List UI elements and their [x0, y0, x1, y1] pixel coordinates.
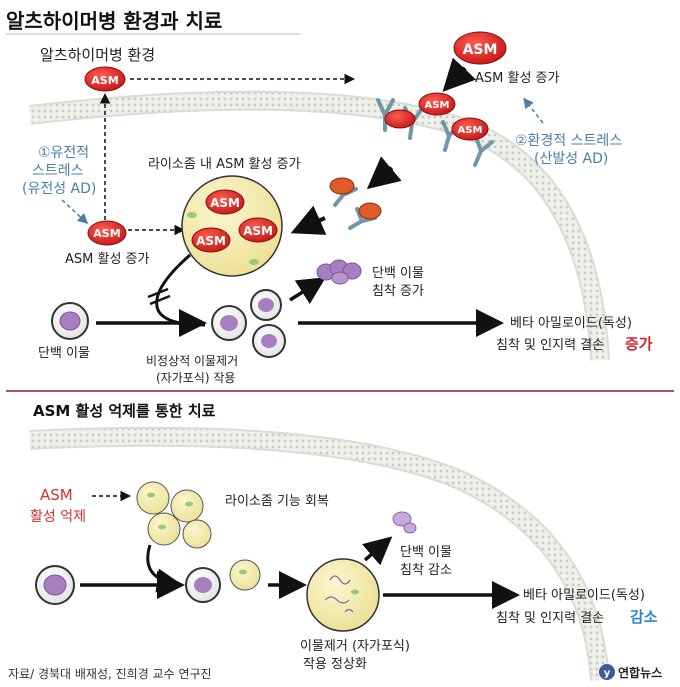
lysosome-asm-label: 라이소좀 내 ASM 활성 증가: [148, 157, 301, 172]
svg-text:단백 이물: 단백 이물: [400, 545, 452, 560]
svg-text:ASM: ASM: [91, 74, 118, 87]
svg-text:ASM: ASM: [210, 196, 240, 210]
svg-text:ASM: ASM: [243, 224, 273, 238]
path-lysosome-to-cell: [146, 544, 181, 593]
outcome-decrease-emph: 감소: [630, 608, 658, 626]
arrow-asm-to-receptor: [442, 57, 477, 92]
asm-increase-top-label: ASM 활성 증가: [475, 71, 560, 86]
arrow-to-lysosome: [290, 205, 327, 235]
normal-removal-label: 이물제거 (자가포식) 작용 정상화: [300, 639, 410, 672]
deposit-decrease-label: 단백 이물 침착 감소: [400, 545, 452, 578]
svg-text:ASM: ASM: [463, 42, 498, 58]
asm-enzyme-receptor-1: ASM: [418, 92, 456, 116]
arrow-receptor-down: [366, 156, 402, 190]
fusion-cells: [185, 559, 261, 603]
arrow-to-deposit-bottom: [361, 536, 393, 566]
bottom-asm-label: ASM: [40, 486, 73, 504]
autophagy-cell-bottom: [306, 558, 380, 632]
svg-text:비정상적 이물제거: 비정상적 이물제거: [146, 354, 238, 368]
arrow-to-deposit-top: [289, 277, 326, 305]
svg-text:ASM: ASM: [196, 234, 226, 248]
autophagy-cluster-top: [211, 289, 286, 358]
membrane-texture-bottom: [29, 428, 608, 681]
svg-text:(자가포식) 작용: (자가포식) 작용: [156, 371, 235, 385]
svg-text:ASM: ASM: [425, 100, 450, 111]
recovered-lysosomes: [136, 481, 212, 549]
outcome-increase-emph: 증가: [625, 335, 653, 353]
svg-text:베타 아밀로이드(독성): 베타 아밀로이드(독성): [510, 316, 632, 331]
abnormal-removal-label: 비정상적 이물제거 (자가포식) 작용: [146, 354, 238, 385]
blue-arrow-genetic: [61, 199, 89, 225]
source-credit: 자료/ 경북대 배재성, 진희경 교수 연구진: [8, 667, 212, 681]
svg-text:단백 이물: 단백 이물: [372, 266, 424, 281]
bottom-subtitle: ASM 활성 억제를 통한 치료: [33, 402, 216, 420]
svg-text:y: y: [604, 668, 611, 679]
svg-text:침착 및 인지력 결손: 침착 및 인지력 결손: [496, 338, 604, 353]
lysosome-top: ASM ASM ASM: [181, 175, 283, 277]
svg-text:베타 아밀로이드(독성): 베타 아밀로이드(독성): [523, 588, 645, 603]
top-subtitle: 알츠하이머병 환경: [40, 46, 155, 64]
protein-aggregate-bottom: [392, 511, 417, 534]
environmental-stress-label: ②환경적 스트레스 (산발성 AD): [515, 133, 622, 167]
svg-text:(산발성 AD): (산발성 AD): [534, 151, 608, 167]
deposit-increase-label: 단백 이물 침착 증가: [372, 266, 424, 299]
outcome-bottom: 베타 아밀로이드(독성) 침착 및 인지력 결손 감소: [496, 588, 658, 626]
svg-text:스트레스: 스트레스: [32, 163, 84, 179]
svg-text:(유전성 AD): (유전성 AD): [22, 181, 96, 197]
asm-enzyme-receptor-3: [384, 109, 416, 129]
asm-enzyme-top-left: ASM: [84, 66, 126, 92]
asm-enzyme-receptor-2: ASM: [451, 117, 489, 141]
svg-text:침착 및 인지력 결손: 침착 및 인지력 결손: [496, 611, 604, 626]
asm-enzyme-receptor-4: [329, 177, 382, 220]
asm-increase-left-label: ASM 활성 증가: [65, 252, 150, 267]
lysosome-recovery-label: 라이소좀 기능 회복: [225, 494, 329, 509]
protein-debris-cell-top: [51, 302, 89, 340]
blue-arrow-environmental: [523, 97, 544, 124]
svg-text:①유전적: ①유전적: [38, 145, 89, 161]
protein-debris-label: 단백 이물: [38, 346, 90, 361]
genetic-stress-label: ①유전적 스트레스 (유전성 AD): [22, 145, 96, 197]
asm-suppress-label: 활성 억제: [30, 509, 86, 525]
svg-text:이물제거 (자가포식): 이물제거 (자가포식): [300, 639, 410, 654]
outcome-top: 베타 아밀로이드(독성) 침착 및 인지력 결손 증가: [496, 316, 653, 353]
svg-text:ASM: ASM: [93, 227, 120, 240]
asm-enzyme-left: ASM: [87, 220, 127, 246]
brand-name: 연합뉴스: [618, 665, 662, 680]
protein-debris-cell-bottom: [35, 565, 75, 605]
page-title: 알츠하이머병 환경과 치료: [6, 9, 222, 33]
svg-text:침착 감소: 침착 감소: [400, 563, 452, 578]
svg-text:작용 정상화: 작용 정상화: [303, 657, 367, 672]
asm-enzyme-top-right: ASM: [453, 31, 507, 65]
svg-text:침착 증가: 침착 증가: [372, 284, 424, 299]
block-mark: [147, 287, 171, 306]
brand-logo: y 연합뉴스: [599, 664, 662, 680]
protein-aggregate-top: [316, 259, 362, 285]
svg-text:ASM: ASM: [458, 125, 483, 136]
svg-text:②환경적 스트레스: ②환경적 스트레스: [515, 133, 622, 149]
